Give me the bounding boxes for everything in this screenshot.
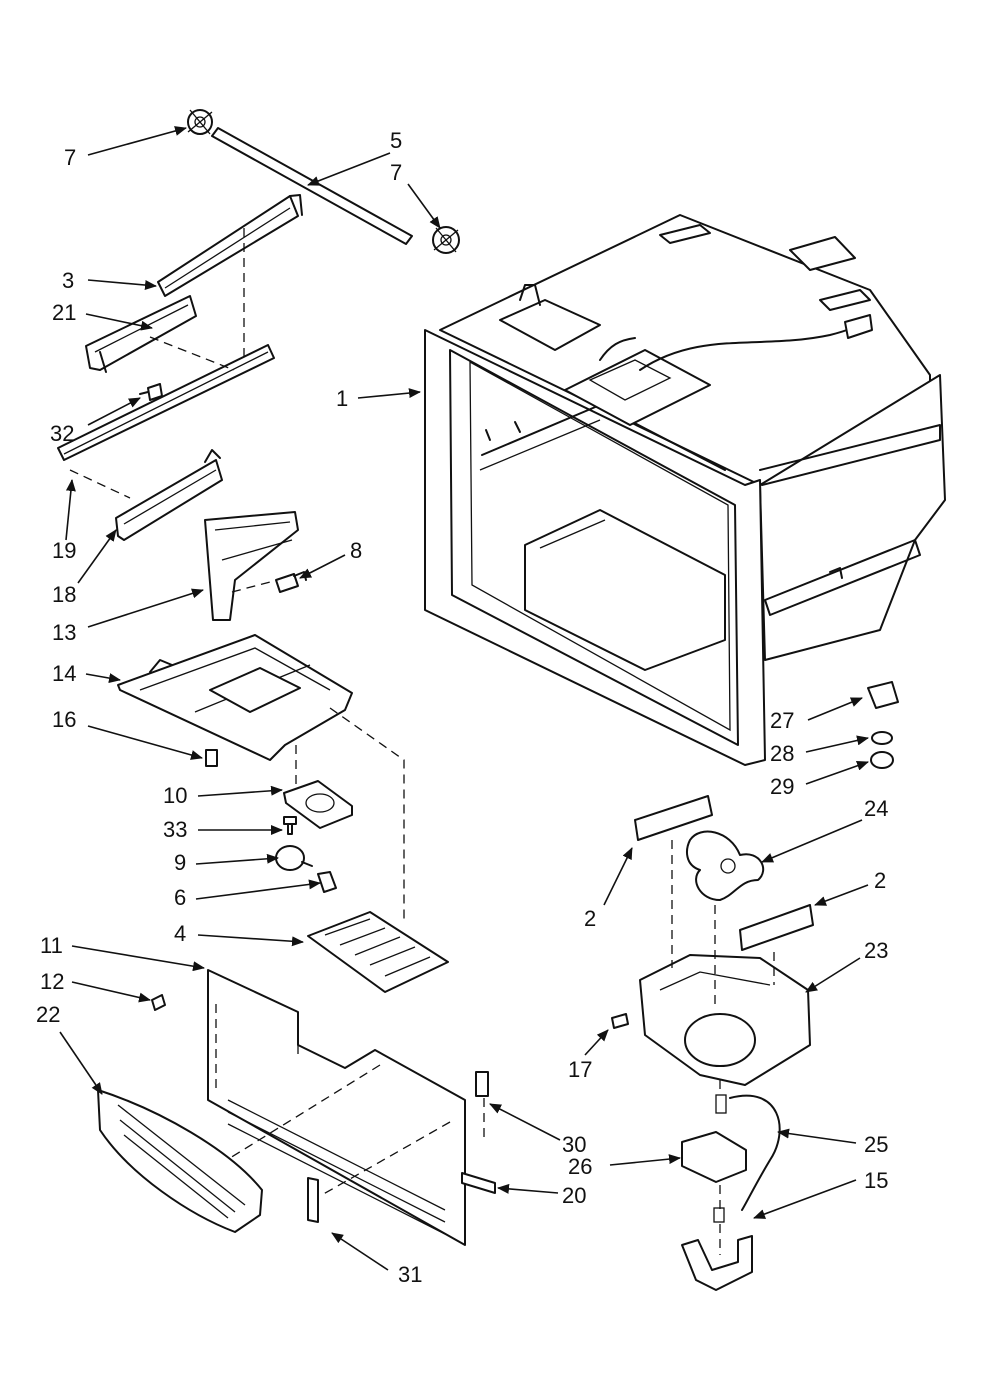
- rail-bracket-18-part: [115, 449, 223, 541]
- callout-7-upper: 7: [64, 145, 76, 170]
- washer-28-part: [871, 731, 893, 745]
- fan-motor-26-part: [681, 1094, 747, 1183]
- screw-8-part: [275, 571, 307, 593]
- callout-32: 32: [50, 421, 74, 446]
- light-housing-14-part: [117, 634, 353, 761]
- spacer-29-part: [870, 751, 894, 769]
- socket-6-part: [317, 871, 337, 893]
- callout-24: 24: [864, 796, 888, 821]
- light-bulb-9-part: [275, 845, 313, 871]
- callout-10: 10: [163, 783, 187, 808]
- bracket-13-part: [204, 511, 299, 621]
- callout-25: 25: [864, 1132, 888, 1157]
- fan-blade-24-part: [686, 830, 765, 901]
- slide-rail-upper-part: [157, 194, 303, 297]
- callout-18: 18: [52, 582, 76, 607]
- gear-part-lower: [432, 226, 460, 254]
- clip-16-part: [205, 749, 218, 767]
- insulation-pad-2-lower-part: [739, 904, 814, 951]
- callout-4: 4: [174, 921, 186, 946]
- callout-8: 8: [350, 538, 362, 563]
- callout-27: 27: [770, 708, 794, 733]
- callout-16: 16: [52, 707, 76, 732]
- shelf-tray-4-part: [307, 911, 449, 993]
- callout-12: 12: [40, 969, 64, 994]
- callout-3: 3: [62, 268, 74, 293]
- callout-26: 26: [568, 1154, 592, 1179]
- gear-part-upper: [187, 109, 213, 135]
- callout-17: 17: [568, 1057, 592, 1082]
- rail-bracket-21-part: [85, 295, 197, 373]
- thermistor-30-part: [475, 1071, 489, 1097]
- fan-shroud-23-part: [639, 954, 811, 1086]
- callout-29: 29: [770, 774, 794, 799]
- callout-31: 31: [398, 1262, 422, 1287]
- slide-rail-lower-part: [57, 344, 275, 461]
- callout-9: 9: [174, 850, 186, 875]
- callout-labels: 7 5 7 3 21 1 32 19 18 8 13 14 16 10 33 9…: [36, 128, 888, 1287]
- callout-11: 11: [40, 933, 63, 958]
- lamp-socket-cover-10-part: [283, 780, 353, 829]
- insulation-strip-20-part: [461, 1172, 496, 1194]
- leader-arrows: [59, 126, 869, 1271]
- callout-15: 15: [864, 1168, 888, 1193]
- callout-20: 20: [562, 1183, 586, 1208]
- grommet-27-part: [867, 681, 899, 709]
- callout-1: 1: [336, 386, 348, 411]
- callout-14: 14: [52, 661, 76, 686]
- clip-31-part: [307, 1177, 319, 1223]
- assembly-lines: [69, 228, 775, 1255]
- callout-33: 33: [163, 817, 187, 842]
- grille-22-part: [97, 1089, 263, 1233]
- callout-30: 30: [562, 1132, 586, 1157]
- shaft-part: [211, 127, 413, 245]
- callout-23: 23: [864, 938, 888, 963]
- insulation-pad-2-upper-part: [634, 795, 713, 841]
- callout-22: 22: [36, 1002, 60, 1027]
- callout-2-lower: 2: [874, 868, 886, 893]
- screw-12-part: [151, 994, 166, 1011]
- callout-6: 6: [174, 885, 186, 910]
- callout-28: 28: [770, 741, 794, 766]
- screw-32-part: [139, 383, 163, 401]
- callout-5: 5: [390, 128, 402, 153]
- callout-2-upper: 2: [584, 906, 596, 931]
- motor-bracket-15-part: [681, 1207, 753, 1291]
- cover-panel-11-part: [207, 969, 466, 1246]
- freezer-liner-part: [424, 214, 946, 766]
- screw-33-part: [283, 816, 297, 835]
- callout-7-lower: 7: [390, 160, 402, 185]
- callout-13: 13: [52, 620, 76, 645]
- callout-19: 19: [52, 538, 76, 563]
- callout-21: 21: [52, 300, 76, 325]
- screw-17-part: [611, 1013, 629, 1029]
- wire-harness-25-part: [729, 1094, 781, 1211]
